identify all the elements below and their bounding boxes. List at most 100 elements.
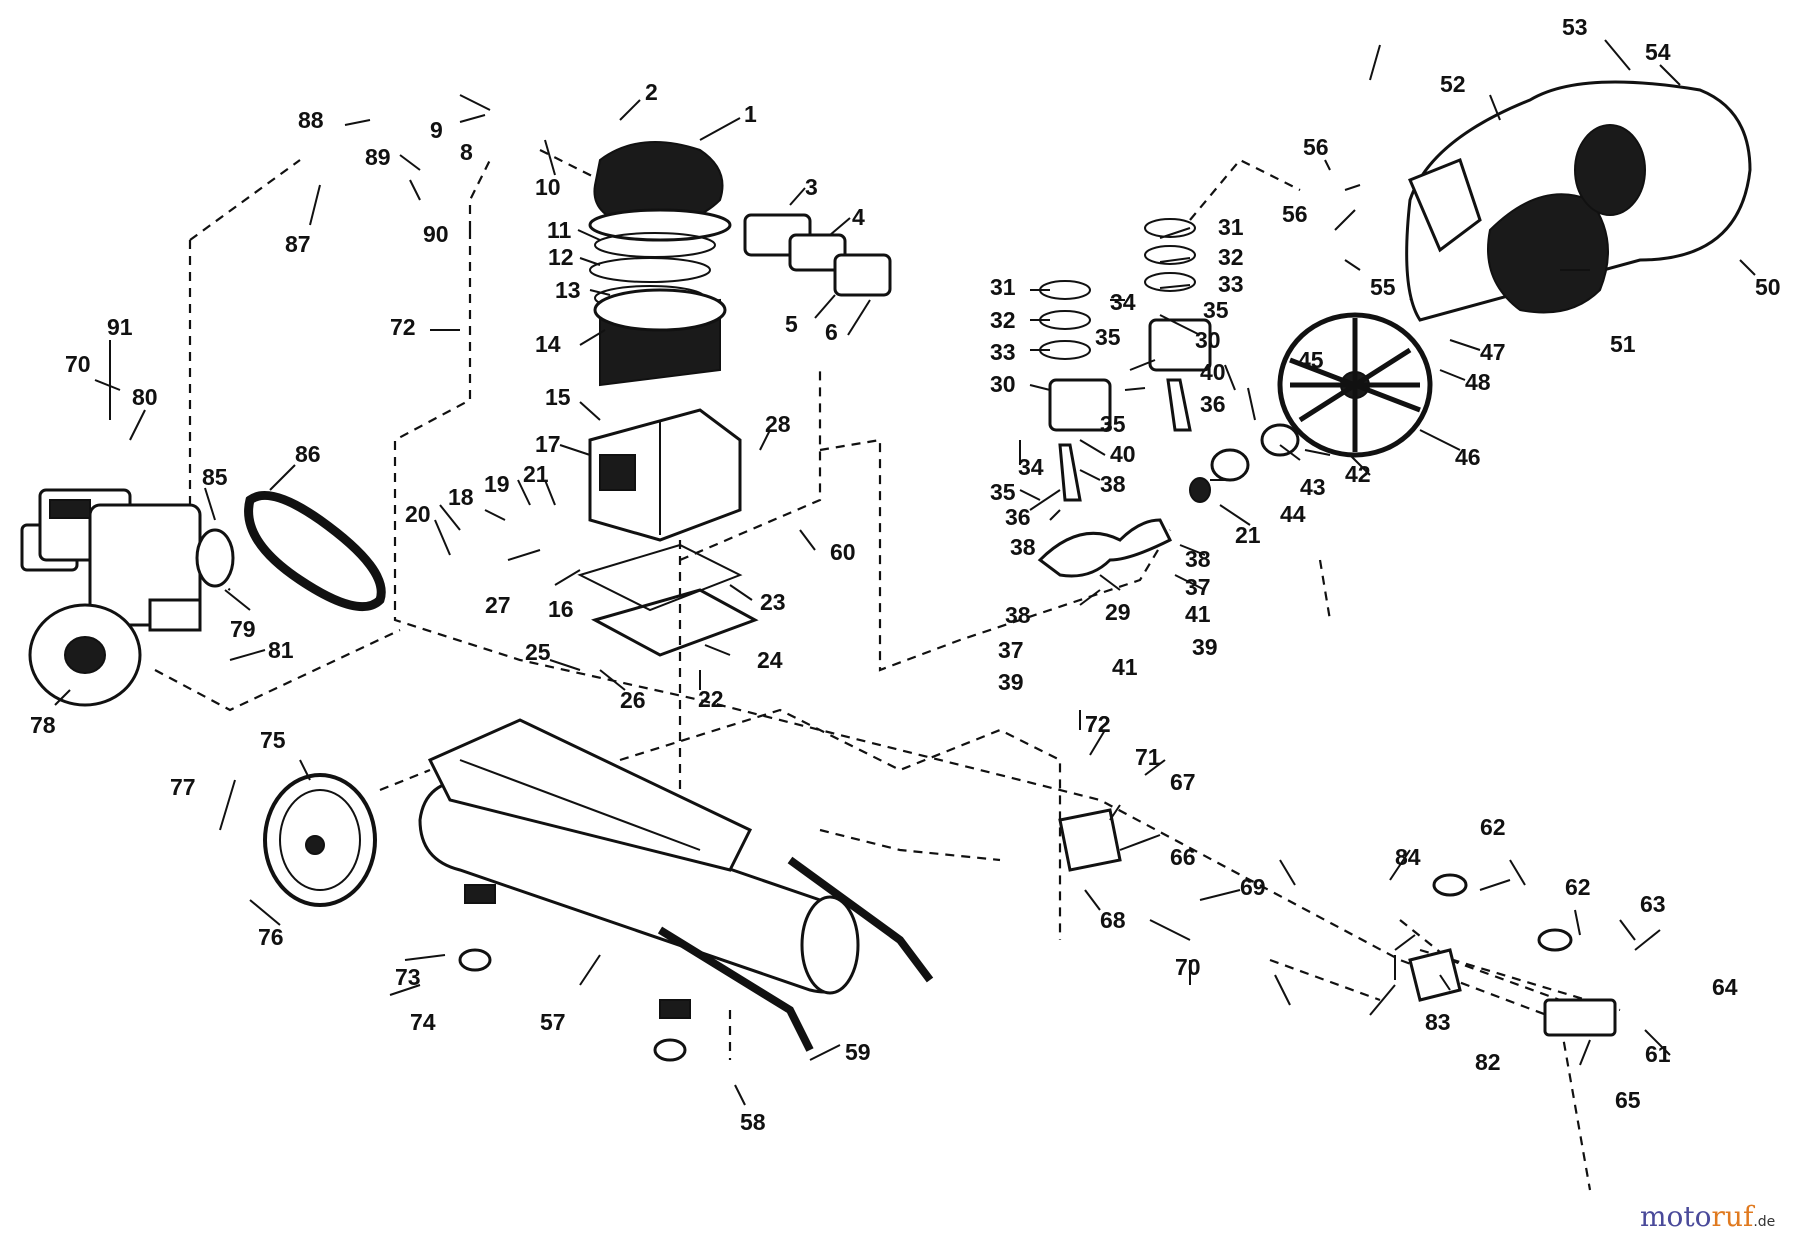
label-38d: 38	[1005, 602, 1031, 628]
label-75: 75	[260, 727, 286, 753]
label-37b: 37	[1185, 574, 1211, 600]
label-14: 14	[535, 331, 561, 357]
label-83: 83	[1425, 1009, 1451, 1035]
label-48: 48	[1465, 369, 1491, 395]
label-63: 63	[1640, 891, 1666, 917]
label-35c: 35	[1095, 324, 1121, 350]
label-42: 42	[1345, 461, 1371, 487]
label-65: 65	[1615, 1087, 1641, 1113]
label-85: 85	[202, 464, 228, 490]
label-38b: 38	[1100, 471, 1126, 497]
label-21: 21	[523, 461, 549, 487]
label-43: 43	[1300, 474, 1326, 500]
label-62b: 62	[1565, 874, 1591, 900]
label-72a: 72	[1085, 711, 1111, 737]
label-55: 55	[1370, 274, 1396, 300]
pulley-small-part	[195, 528, 235, 588]
label-40b: 40	[1200, 359, 1226, 385]
label-67: 67	[1170, 769, 1196, 795]
leader-lines	[54, 39, 1756, 1106]
cylinder-part	[593, 288, 727, 387]
label-52: 52	[1440, 71, 1466, 97]
label-64: 64	[1712, 974, 1738, 1000]
label-22: 22	[698, 686, 724, 712]
label-78: 78	[30, 712, 56, 738]
label-40a: 40	[1110, 441, 1136, 467]
label-87: 87	[285, 231, 311, 257]
crankcase-part	[588, 408, 742, 542]
label-72b: 72	[390, 314, 416, 340]
label-37a: 37	[998, 637, 1024, 663]
label-79: 79	[230, 616, 256, 642]
label-39a: 39	[998, 669, 1024, 695]
label-25: 25	[525, 639, 551, 665]
label-44: 44	[1280, 501, 1306, 527]
label-60: 60	[830, 539, 856, 565]
label-74: 74	[410, 1009, 436, 1035]
label-36a: 36	[1005, 504, 1031, 530]
label-38c: 38	[1185, 546, 1211, 572]
label-30a: 30	[990, 371, 1016, 397]
label-47: 47	[1480, 339, 1506, 365]
label-24: 24	[757, 647, 783, 673]
label-69: 69	[1240, 874, 1266, 900]
label-45: 45	[1298, 347, 1324, 373]
label-86: 86	[295, 441, 321, 467]
label-21b: 21	[1235, 522, 1261, 548]
label-53: 53	[1562, 14, 1588, 40]
assembly-lines	[154, 149, 1621, 1191]
label-23: 23	[760, 589, 786, 615]
label-77: 77	[170, 774, 196, 800]
engine-part	[20, 488, 202, 707]
svg-text:motoruf.de: motoruf.de	[1640, 1200, 1775, 1233]
label-56a: 56	[1303, 134, 1329, 160]
belt-part	[244, 491, 386, 612]
label-36b: 36	[1200, 391, 1226, 417]
label-56b: 56	[1282, 201, 1308, 227]
label-20: 20	[405, 501, 431, 527]
label-5: 5	[785, 311, 798, 337]
label-71: 71	[1135, 744, 1161, 770]
label-51: 51	[1610, 331, 1636, 357]
label-11: 11	[547, 217, 572, 243]
label-28: 28	[765, 411, 791, 437]
label-61: 61	[1645, 1041, 1671, 1067]
label-58: 58	[740, 1109, 766, 1135]
label-6: 6	[825, 319, 838, 345]
label-34b: 34	[1110, 289, 1136, 315]
label-82: 82	[1475, 1049, 1501, 1075]
label-10: 10	[535, 174, 561, 200]
label-9: 9	[430, 117, 443, 143]
label-41a: 41	[1112, 654, 1138, 680]
label-59: 59	[845, 1039, 871, 1065]
label-35d: 35	[1100, 411, 1126, 437]
label-2: 2	[645, 79, 658, 105]
label-26: 26	[620, 687, 646, 713]
label-12: 12	[548, 244, 574, 270]
label-18: 18	[448, 484, 474, 510]
wheel-part	[263, 773, 377, 907]
label-88: 88	[298, 107, 324, 133]
label-29: 29	[1105, 599, 1131, 625]
label-17: 17	[535, 431, 561, 457]
head-cover-part	[588, 141, 732, 242]
label-19: 19	[484, 471, 510, 497]
label-3: 3	[805, 174, 818, 200]
flywheel-part	[1277, 312, 1433, 458]
label-33a: 33	[990, 339, 1016, 365]
label-39b: 39	[1192, 634, 1218, 660]
label-72c: 72	[1085, 711, 1111, 737]
label-41b: 41	[1185, 601, 1211, 627]
label-73: 73	[395, 964, 421, 990]
label-32a: 32	[990, 307, 1016, 333]
belt-guard-part	[1405, 80, 1752, 322]
label-31a: 31	[990, 274, 1016, 300]
label-66: 66	[1170, 844, 1196, 870]
label-27: 27	[485, 592, 511, 618]
label-16: 16	[548, 596, 574, 622]
label-90: 90	[423, 221, 449, 247]
label-4: 4	[852, 204, 865, 230]
label-35a: 35	[990, 479, 1016, 505]
label-38a: 38	[1010, 534, 1036, 560]
